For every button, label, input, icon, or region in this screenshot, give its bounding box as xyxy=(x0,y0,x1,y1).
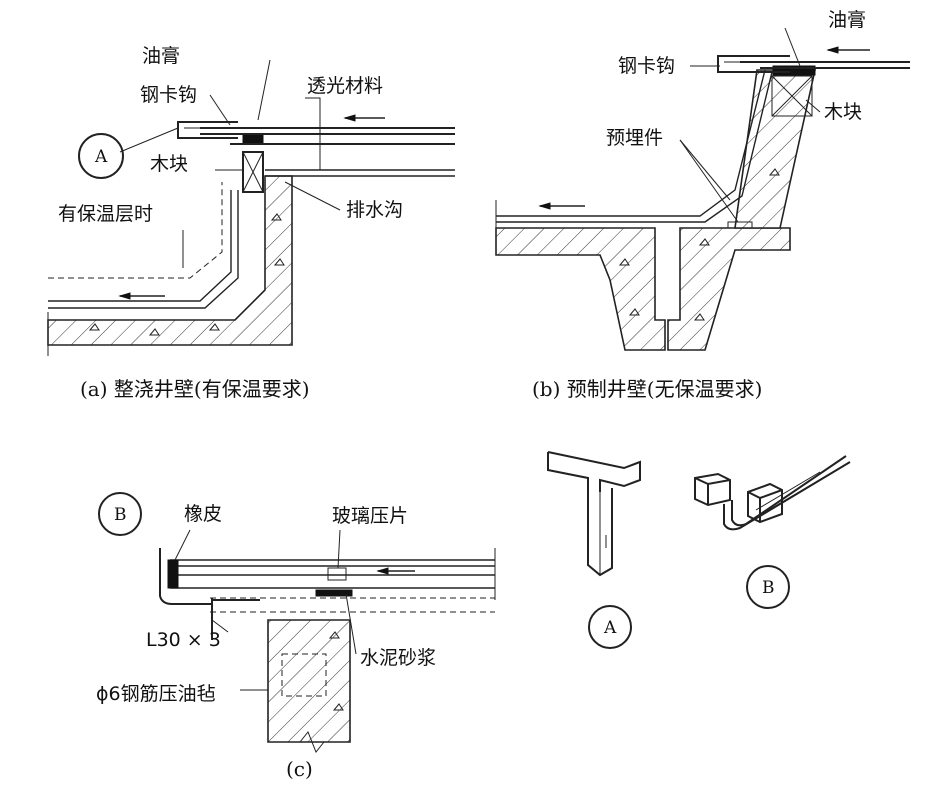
precast-wall-right xyxy=(667,227,791,351)
detail-3d-b: B xyxy=(694,455,851,609)
precast-upright xyxy=(734,69,816,229)
callout-circle-a xyxy=(78,133,124,179)
detail-b-precast-wall: 油膏 钢卡钩 木块 预埋件 (b) 预制井壁(无保温要求) xyxy=(495,8,910,401)
steel-hook-a xyxy=(177,121,238,139)
label-oil-paste-a: 油膏 xyxy=(142,44,180,67)
detail-3d-a: A xyxy=(547,451,641,649)
glazing-sheet-b xyxy=(740,61,910,69)
label-drain-ditch: 排水沟 xyxy=(346,199,403,221)
label-glass-press: 玻璃压片 xyxy=(332,505,408,527)
leaders-b xyxy=(679,27,821,223)
detail-a-monolithic-wall: 油膏 钢卡钩 透光材料 A 木块 有保温层时 排水沟 (a) 整浇井壁(有保温要… xyxy=(47,44,455,401)
label-circle-a: A xyxy=(94,147,108,167)
leaders-c xyxy=(174,529,357,691)
label-translucent-material: 透光材料 xyxy=(307,75,383,97)
aggregate-marks-c xyxy=(328,631,344,711)
label-detail-a: A xyxy=(603,618,617,638)
waterproof-layer-a2 xyxy=(48,190,232,302)
glazing-sheet-a xyxy=(200,127,455,145)
detail-c-glass-press: B 橡皮 玻璃压片 L30 × 3 水泥砂浆 ϕ6钢筋压油毡 (c) xyxy=(96,492,496,781)
caption-a: (a) 整浇井壁(有保温要求) xyxy=(80,377,310,401)
mortar-pad-c xyxy=(315,589,353,597)
flow-arrow-a2 xyxy=(343,114,385,122)
detail-circle-b xyxy=(746,565,790,609)
oil-paste-b xyxy=(772,65,816,76)
glass-press-block xyxy=(327,567,347,581)
label-rebar-felt: ϕ6钢筋压油毡 xyxy=(96,683,216,705)
wood-block-a xyxy=(242,151,264,193)
hook-a-top xyxy=(547,451,641,492)
rubber-gasket xyxy=(167,559,179,589)
wall-break-c xyxy=(299,731,325,753)
flow-arrow-b2 xyxy=(826,46,870,54)
rebar-b xyxy=(723,455,851,531)
insulation-layer-a xyxy=(48,182,223,279)
oil-paste-a xyxy=(242,133,264,145)
caption-c: (c) xyxy=(286,757,313,781)
waterproof-layer-a xyxy=(48,190,239,309)
aggregate-marks-a xyxy=(88,213,285,336)
label-oil-paste-b: 油膏 xyxy=(828,8,866,31)
precast-slab-left xyxy=(495,227,666,351)
frame-line-c xyxy=(210,597,495,613)
label-cement-mortar: 水泥砂浆 xyxy=(360,647,436,669)
flow-arrow-a xyxy=(118,292,165,300)
wood-block-b xyxy=(771,75,813,117)
label-circle-b: B xyxy=(114,505,127,525)
embedded-plate-b xyxy=(727,221,753,229)
membrane-b xyxy=(496,69,766,217)
glass-layers-c xyxy=(170,559,495,589)
flow-arrow-b xyxy=(538,202,585,210)
clip-b-right xyxy=(747,482,783,524)
detail-circle-a xyxy=(588,605,632,649)
label-steel-hook-a: 钢卡钩 xyxy=(140,84,197,106)
caption-b: (b) 预制井壁(无保温要求) xyxy=(532,377,762,401)
label-wood-block-a: 木块 xyxy=(150,153,188,175)
flow-arrow-c xyxy=(376,567,415,575)
label-wood-block-b: 木块 xyxy=(824,101,862,123)
label-embedded-part: 预埋件 xyxy=(606,127,663,149)
gutter-a xyxy=(265,169,455,177)
rebar-hook-c xyxy=(159,548,212,605)
clip-b-left xyxy=(694,472,731,507)
label-detail-b: B xyxy=(762,578,775,598)
concrete-wall-a xyxy=(47,175,293,346)
label-with-insulation: 有保温层时 xyxy=(58,203,153,225)
aggregate-marks-b xyxy=(618,168,780,321)
label-angle-steel: L30 × 3 xyxy=(146,629,221,651)
steel-hook-b xyxy=(717,55,790,73)
callout-circle-b xyxy=(98,492,142,536)
label-rubber: 橡皮 xyxy=(184,503,222,525)
label-steel-hook-b: 钢卡钩 xyxy=(618,55,675,77)
leaders-a xyxy=(119,59,341,268)
membrane-b2 xyxy=(496,71,773,223)
embedded-block-c xyxy=(281,653,327,697)
